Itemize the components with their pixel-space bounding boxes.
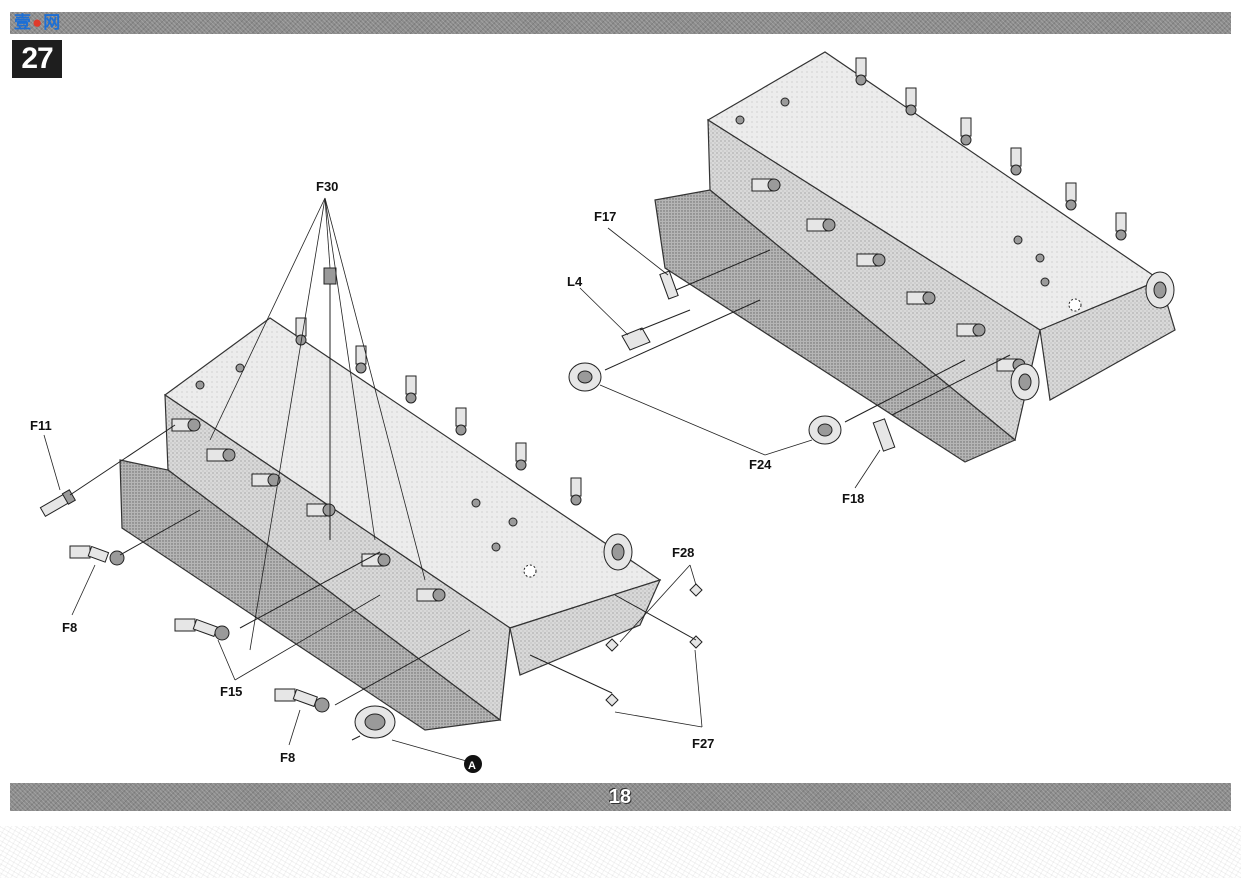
suspension-arms-left [171,418,446,602]
marker-a-icon [464,755,482,773]
label-f18: F18 [842,491,864,506]
right-idler-wheel [1010,363,1040,401]
label-marker-a: A [468,760,476,772]
page-number: 18 [608,785,632,808]
left-hull [119,317,662,731]
label-l4: L4 [567,274,583,289]
right-sprocket-wheel [1145,271,1175,309]
logo-glyph: 壹 [14,12,31,32]
left-hull-rear [509,579,662,676]
label-f17: F17 [594,209,616,224]
hull-hatch-holes [195,363,537,578]
label-f8-lower: F8 [280,750,295,765]
f11-part [39,424,176,518]
f17-l4-parts [579,227,771,351]
l4-part [621,327,651,351]
logo-dot-icon: ● [32,12,43,32]
footer-band [10,783,1231,811]
f30-spring [323,267,337,285]
far-side-springs [295,317,582,506]
f15-part [174,551,381,681]
label-f28: F28 [672,545,694,560]
label-f8-upper: F8 [62,620,77,635]
label-f24: F24 [749,457,772,472]
right-hull-lower [654,189,1017,463]
part-labels: F30 F11 F8 F15 F8 A F28 F27 F17 L4 F24 F… [30,179,864,772]
right-hull-rear [1039,279,1176,401]
footer-strip [0,826,1241,878]
site-logo: 壹 ● 网 [14,9,70,35]
f8-lower-part [274,629,471,746]
left-idler-wheel [603,533,633,571]
drive-sprocket [351,705,482,773]
f24-parts [568,299,966,456]
label-f15: F15 [220,684,242,699]
label-f27: F27 [692,736,714,751]
header-band [10,12,1231,34]
step-number: 27 [12,40,62,78]
label-f11: F11 [30,418,52,433]
f30-parts [209,197,426,651]
f8-upper-part [69,509,201,616]
left-hull-lower [119,459,502,731]
label-f30: F30 [316,179,338,194]
right-hull [654,51,1176,463]
f27-f28-parts [529,564,703,728]
right-hatch-holes [735,97,1082,312]
logo-glyph: 网 [43,12,61,32]
f18-part [854,354,1011,489]
right-far-side-springs [855,57,1127,241]
